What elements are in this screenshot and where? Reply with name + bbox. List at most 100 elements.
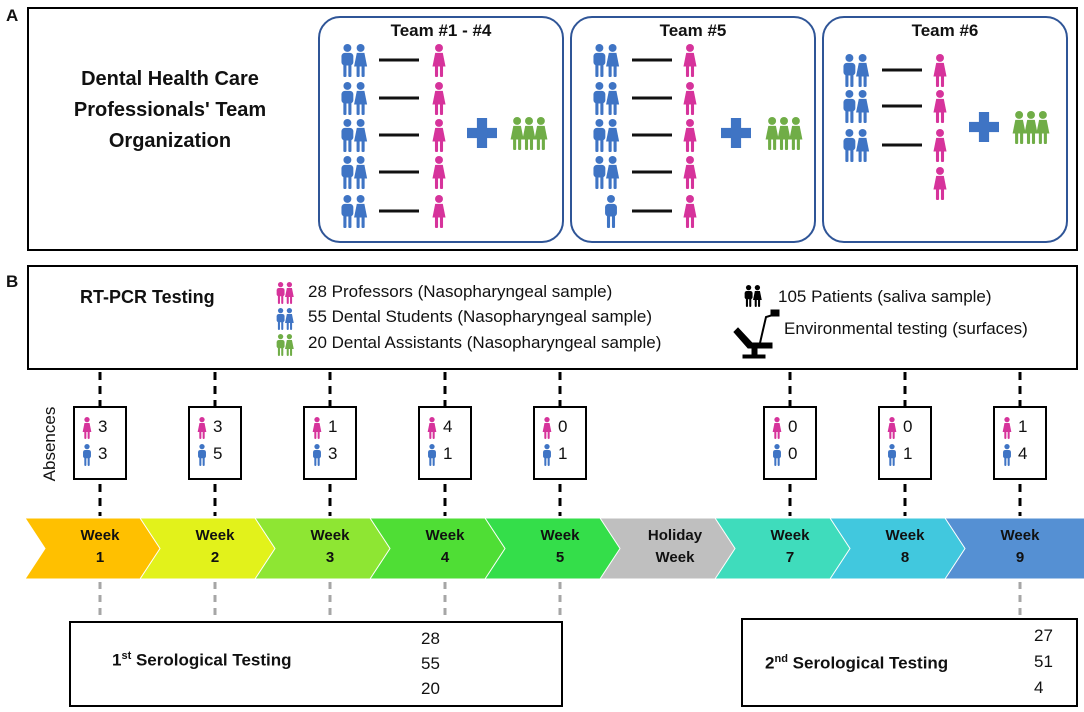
professor-icon <box>772 417 782 439</box>
team-box-5 <box>570 16 816 243</box>
sero1-count-assistants: 20 <box>421 679 440 698</box>
week-label-line2: 1 <box>95 549 105 566</box>
student-icon-left <box>593 44 606 77</box>
sero2-title-sup: nd <box>774 653 788 665</box>
professor-icon <box>933 167 947 200</box>
panel-b-letter: B <box>6 272 19 291</box>
panel-a-title-line-3: Organization <box>108 130 232 152</box>
professor-icon <box>683 119 697 152</box>
week-label-line2: 7 <box>785 549 795 566</box>
week-label-line1: Week <box>885 527 925 544</box>
professor-icon <box>683 195 697 228</box>
student-icon <box>593 44 620 77</box>
absence-box-5 <box>533 406 587 480</box>
professor-icon-right <box>285 282 294 304</box>
patient-icon-right <box>753 285 762 307</box>
student-icon-left <box>341 195 354 228</box>
patient-icon-left <box>744 285 753 307</box>
week-label-line2: 4 <box>440 549 450 566</box>
week-label-4: Week 4 <box>400 525 490 569</box>
assistant-icon-2 <box>534 117 548 150</box>
assistant-icon-0 <box>510 117 524 150</box>
student-icon <box>313 444 321 466</box>
plus-icon <box>969 112 999 142</box>
student-icon <box>605 195 617 228</box>
student-icon <box>198 444 206 466</box>
sero2-count-professors: 27 <box>1034 626 1053 645</box>
student-icon <box>341 82 368 115</box>
student-icon-right <box>354 82 368 115</box>
student-icon-left <box>341 156 354 189</box>
absence-students-week-4: 1 <box>443 444 453 463</box>
absence-professors-week-3: 1 <box>328 417 338 436</box>
week-label-line1: Week <box>540 527 580 544</box>
professor-icon <box>276 282 294 304</box>
assistant-icon-2 <box>1036 111 1050 144</box>
legend-patients: 105 Patients (saliva sample) <box>778 287 992 306</box>
absence-students-week-8: 1 <box>903 444 913 463</box>
week-label-line2: Week <box>655 549 695 566</box>
panel-a-title: Dental Health Care Professionals' Team O… <box>50 64 290 157</box>
student-icon <box>341 44 368 77</box>
student-icon-right <box>606 119 620 152</box>
student-icon <box>341 156 368 189</box>
student-icon <box>1003 444 1011 466</box>
dental-chair-icon <box>733 309 780 359</box>
professor-icon <box>432 156 446 189</box>
student-icon <box>593 156 620 189</box>
student-icon <box>593 82 620 115</box>
timeline-graphic <box>24 282 1084 699</box>
absence-box-7 <box>763 406 817 480</box>
professor-icon <box>197 417 207 439</box>
week-label-7: Week 7 <box>745 525 835 569</box>
student-icon-left <box>843 129 856 162</box>
student-icon-right <box>856 129 870 162</box>
sero2-title-num: 2 <box>765 653 775 673</box>
student-icon-left <box>593 156 606 189</box>
absence-professors-week-9: 1 <box>1018 417 1028 436</box>
absence-box-4 <box>418 406 472 480</box>
week-label-line1: Week <box>425 527 465 544</box>
week-label-line1: Week <box>770 527 810 544</box>
sero1-box <box>69 621 563 707</box>
team-organization-graphic <box>341 44 1050 228</box>
sero1-title: 1st Serological Testing <box>112 650 292 671</box>
sero1-title-num: 1 <box>112 650 122 670</box>
professor-icon <box>542 417 552 439</box>
absence-students-week-5: 1 <box>558 444 568 463</box>
student-icon-left <box>593 119 606 152</box>
student-icon <box>341 195 368 228</box>
rtpcr-title: RT-PCR Testing <box>80 287 215 307</box>
week-label-line1: Week <box>1000 527 1040 544</box>
professor-icon <box>432 82 446 115</box>
professor-icon <box>683 44 697 77</box>
assistant-icon <box>765 117 803 150</box>
student-icon <box>888 444 896 466</box>
sero2-title-text: Serological Testing <box>787 653 949 673</box>
absence-professors-week-1: 3 <box>98 417 108 436</box>
assistant-icon <box>1012 111 1050 144</box>
absence-students-week-9: 4 <box>1018 444 1028 463</box>
student-icon <box>593 119 620 152</box>
student-icon-left <box>341 44 354 77</box>
student-icon <box>83 444 91 466</box>
sero2-count-students: 51 <box>1034 652 1053 671</box>
week-label-line2: 2 <box>210 549 220 566</box>
assistant-icon-0 <box>1012 111 1026 144</box>
sero2-box <box>741 618 1078 707</box>
team-title-1-4: Team #1 - #4 <box>390 21 492 40</box>
assistant-icon <box>276 334 294 356</box>
absence-box-9 <box>993 406 1047 480</box>
student-icon <box>843 54 870 87</box>
sero1-title-sup: st <box>121 650 132 662</box>
assistant-icon-1 <box>522 117 536 150</box>
student-icon-left <box>593 82 606 115</box>
absence-students-week-3: 3 <box>328 444 338 463</box>
assistant-icon-right <box>285 334 294 356</box>
student-icon-right <box>354 156 368 189</box>
student-icon-right <box>606 44 620 77</box>
patient-icon <box>744 285 762 307</box>
